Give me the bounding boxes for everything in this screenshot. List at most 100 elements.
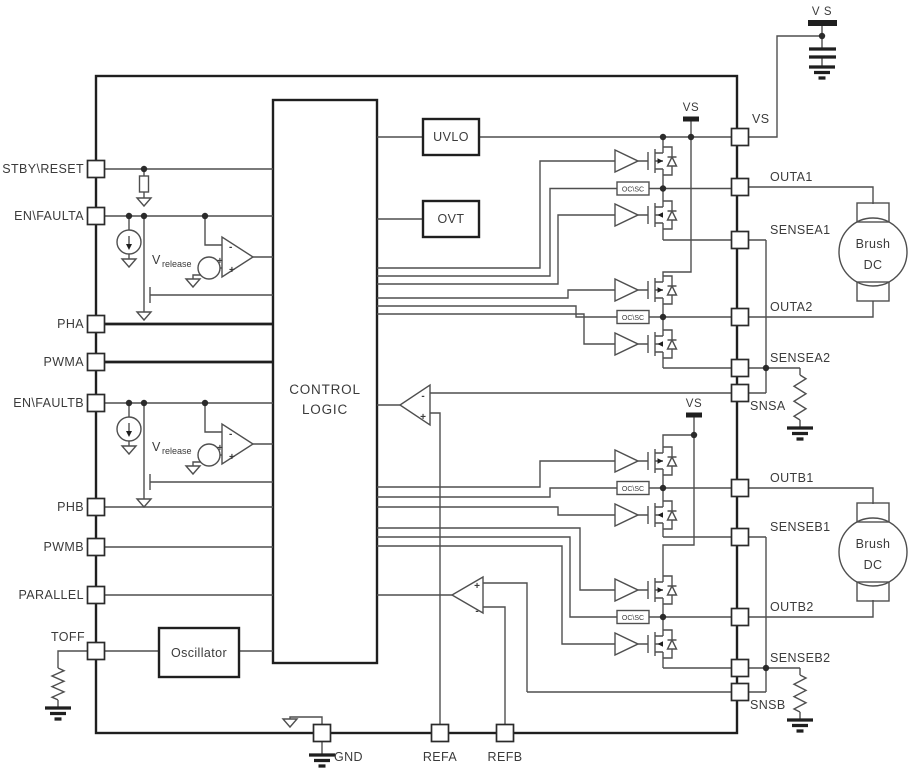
minus-sign: -	[475, 606, 478, 617]
sense-comparator-b: + -	[377, 575, 731, 726]
pin-label-phb: PHB	[57, 500, 84, 514]
uvlo-block: UVLO	[377, 117, 731, 157]
motor-terminal	[856, 502, 890, 523]
pin-label-sensea2: SENSEA2	[770, 351, 830, 365]
pin-label-refa: REFA	[423, 750, 458, 764]
plus-sign: +	[217, 256, 223, 267]
pin-sensb1	[730, 527, 750, 547]
vrelease-labels: V release + - + V release + - +	[152, 242, 235, 463]
pin-snsa	[730, 383, 750, 403]
sense-resistor-b	[749, 536, 808, 719]
pins	[86, 127, 750, 743]
pin-sensea1	[730, 230, 750, 250]
pin-outa1	[730, 177, 750, 197]
pin-label-sensea1: SENSEA1	[770, 223, 830, 237]
plus-sign: +	[474, 581, 480, 592]
ground-icon	[785, 718, 815, 733]
pin-labels: STBY\RESET EN\FAULTA PHA PWMA EN\FAULTB …	[2, 112, 830, 764]
pin-en-faultb	[86, 393, 106, 413]
ground-icon	[785, 426, 815, 441]
ground-icon	[807, 65, 837, 80]
enb-comparator	[221, 422, 255, 466]
oscillator-block: Oscillator	[157, 626, 241, 679]
vrelease-sub-label: release	[162, 446, 192, 456]
ocsc-label: OC\SC	[622, 486, 644, 493]
vrelease-source-b	[197, 443, 221, 467]
pin-pwmb	[86, 537, 106, 557]
pin-gnd	[312, 723, 332, 743]
pin-toff	[86, 641, 106, 661]
pin-pwma	[86, 352, 106, 372]
pin-stby-reset	[86, 159, 106, 179]
pin-label-en-faultb: EN\FAULTB	[13, 396, 84, 410]
minus-sign: -	[229, 242, 232, 253]
pin-label-refb: REFB	[488, 750, 523, 764]
uvlo-label: UVLO	[433, 130, 469, 144]
vrelease-sub-label: release	[162, 259, 192, 269]
stby-pulldown-resistor	[138, 175, 150, 193]
sense-network-b	[749, 536, 815, 733]
ocsc-label: OC\SC	[622, 187, 644, 194]
pin-vs	[730, 127, 750, 147]
pin-label-outa2: OUTA2	[770, 300, 813, 314]
pin-label-pwma: PWMA	[44, 355, 85, 369]
pin-outb1	[730, 478, 750, 498]
ground-icon	[43, 706, 73, 721]
motor-a: Brush DC	[749, 186, 908, 318]
pin-label-senseb2: SENSEB2	[770, 651, 830, 665]
motor-b-label-2: DC	[864, 558, 883, 572]
pin-label-parallel: PARALLEL	[18, 588, 84, 602]
junction-dots	[125, 32, 826, 672]
ena-comparator	[221, 235, 255, 279]
motor-body	[838, 517, 908, 587]
vs-rail-a-label: VS	[683, 102, 700, 114]
pin-label-senseb1: SENSEB1	[770, 520, 830, 534]
ground-icon	[307, 753, 337, 768]
sense-comparator-a: - +	[377, 383, 731, 726]
pin-en-faulta	[86, 206, 106, 226]
pin-refa	[430, 723, 450, 743]
motor-a-label-1: Brush	[856, 237, 891, 251]
minus-sign: -	[229, 429, 232, 440]
control-logic-label-1: CONTROL	[289, 382, 361, 397]
ovt-label: OVT	[438, 212, 465, 226]
ena-comparator-wires	[192, 216, 273, 279]
plus-sign: +	[229, 452, 235, 463]
sense-network-a	[749, 239, 815, 441]
pin-refb	[495, 723, 515, 743]
vrelease-source-a	[197, 256, 221, 280]
gate-drive-routing	[377, 160, 617, 645]
toff-external-network	[43, 650, 88, 721]
ground-and-ref-wires	[282, 716, 337, 768]
enb-comparator-wires	[192, 403, 273, 466]
plus-sign: +	[229, 265, 235, 276]
oscillator-label: Oscillator	[171, 646, 227, 660]
ocsc-label: OC\SC	[622, 615, 644, 622]
vs-supply-external: V S	[749, 6, 837, 138]
ena-fault-fet	[143, 216, 273, 312]
vs-supply-bar	[808, 20, 837, 26]
motor-a-label-2: DC	[864, 258, 883, 272]
pin-outa2	[730, 307, 750, 327]
motor-body	[838, 217, 908, 287]
motor-terminal	[856, 281, 890, 302]
motor-terminal	[856, 202, 890, 223]
pin-label-outb1: OUTB1	[770, 471, 814, 485]
pin-sensea2	[730, 358, 750, 378]
vrelease-label: V	[152, 440, 161, 454]
motor-terminal	[856, 581, 890, 602]
vrelease-label: V	[152, 253, 161, 267]
pin-label-pwmb: PWMB	[44, 540, 85, 554]
pin-pha	[86, 314, 106, 334]
pin-label-snsb: SNSB	[750, 698, 786, 712]
pin-label-toff: TOFF	[51, 630, 85, 644]
plus-sign: +	[420, 412, 426, 423]
pin-label-outb2: OUTB2	[770, 600, 814, 614]
pin-label-vs: VS	[752, 112, 769, 126]
pin-label-gnd: GND	[334, 750, 363, 764]
enb-fault-fet	[143, 403, 273, 499]
pin-snsb	[730, 682, 750, 702]
vs-rail-a-bar	[683, 116, 699, 122]
